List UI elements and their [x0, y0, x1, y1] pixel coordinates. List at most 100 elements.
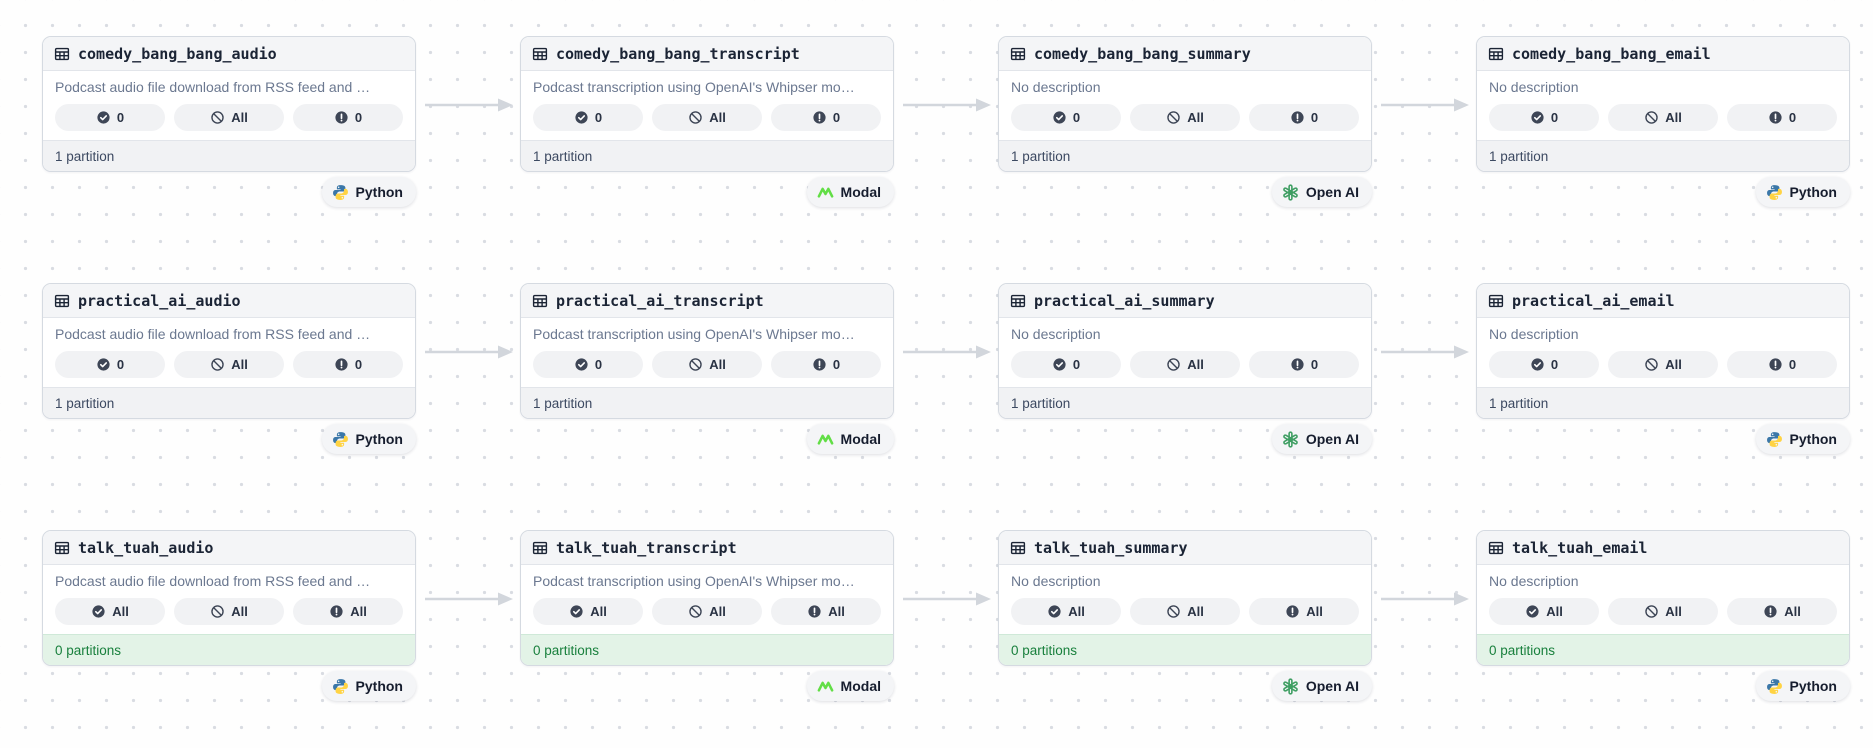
asset-status-pills: All All: [1489, 598, 1837, 625]
kind-label: Modal: [840, 184, 881, 200]
failed-count-pill[interactable]: 0: [1727, 351, 1837, 378]
kind-tag[interactable]: Modal: [806, 424, 894, 454]
kind-label: Modal: [840, 678, 881, 694]
asset-description: Podcast audio file download from RSS fee…: [55, 79, 371, 95]
changed-count-pill[interactable]: All: [1130, 351, 1240, 378]
changed-count: All: [709, 604, 726, 619]
asset-node-header: talk_tuah_transcript: [521, 531, 893, 565]
kind-tag[interactable]: Python: [321, 424, 416, 454]
alert-circle-icon: [812, 110, 827, 125]
asset-node[interactable]: practical_ai_email No description 0: [1476, 283, 1850, 419]
failed-count-pill[interactable]: 0: [1249, 351, 1359, 378]
changed-count-pill[interactable]: All: [174, 104, 284, 131]
check-circle-icon: [1052, 110, 1067, 125]
kind-tag[interactable]: Modal: [806, 177, 894, 207]
kind-tag-row: Open AI: [998, 671, 1372, 701]
failed-count-pill[interactable]: All: [1249, 598, 1359, 625]
materialized-count-pill[interactable]: 0: [1011, 104, 1121, 131]
asset-node[interactable]: practical_ai_audio Podcast audio file do…: [42, 283, 416, 419]
asset-node[interactable]: comedy_bang_bang_summary No description …: [998, 36, 1372, 172]
kind-tag[interactable]: Python: [321, 671, 416, 701]
kind-tag-row: Python: [42, 424, 416, 454]
kind-tag-row: Python: [42, 177, 416, 207]
partition-count: 1 partition: [533, 148, 593, 164]
failed-count-pill[interactable]: 0: [293, 104, 403, 131]
kind-tag[interactable]: Python: [321, 177, 416, 207]
changed-count-pill[interactable]: All: [1608, 598, 1718, 625]
changed-count: All: [1665, 357, 1682, 372]
changed-count-pill[interactable]: All: [1608, 104, 1718, 131]
changed-count: All: [1187, 110, 1204, 125]
materialized-count-pill[interactable]: 0: [1489, 351, 1599, 378]
asset-node[interactable]: comedy_bang_bang_audio Podcast audio fil…: [42, 36, 416, 172]
changed-count-pill[interactable]: All: [652, 598, 762, 625]
materialized-count-pill[interactable]: 0: [1489, 104, 1599, 131]
kind-label: Python: [1789, 678, 1837, 694]
asset-node-body: No description All: [999, 565, 1371, 634]
changed-count-pill[interactable]: All: [652, 104, 762, 131]
kind-tag[interactable]: Python: [1755, 177, 1850, 207]
asset-name: talk_tuah_email: [1512, 538, 1648, 557]
kind-tag[interactable]: Open AI: [1271, 177, 1372, 207]
changed-count-pill[interactable]: All: [174, 351, 284, 378]
materialized-count-pill[interactable]: All: [533, 598, 643, 625]
asset-node[interactable]: talk_tuah_email No description All: [1476, 530, 1850, 666]
materialized-count: 0: [116, 110, 125, 125]
kind-tag[interactable]: Python: [1755, 671, 1850, 701]
failed-count-pill[interactable]: 0: [1249, 104, 1359, 131]
materialized-count-pill[interactable]: 0: [1011, 351, 1121, 378]
asset-description: No description: [1011, 326, 1101, 342]
alert-circle-icon: [334, 110, 349, 125]
check-circle-icon: [569, 604, 584, 619]
asset-description: Podcast transcription using OpenAI's Whi…: [533, 573, 855, 589]
failed-count-pill[interactable]: 0: [771, 351, 881, 378]
changed-count-pill[interactable]: All: [1130, 104, 1240, 131]
partition-footer: 1 partition: [1477, 387, 1849, 418]
materialized-count-pill[interactable]: 0: [55, 104, 165, 131]
kind-tag-row: Modal: [520, 424, 894, 454]
kind-label: Python: [355, 431, 403, 447]
materialized-count-pill[interactable]: All: [55, 598, 165, 625]
materialized-count-pill[interactable]: All: [1011, 598, 1121, 625]
materialized-count-pill[interactable]: 0: [533, 351, 643, 378]
python-icon: [332, 678, 349, 695]
asset-node[interactable]: comedy_bang_bang_email No description 0: [1476, 36, 1850, 172]
kind-tag[interactable]: Open AI: [1271, 424, 1372, 454]
asset-description: Podcast transcription using OpenAI's Whi…: [533, 79, 855, 95]
materialized-count-pill[interactable]: 0: [533, 104, 643, 131]
asset-status-pills: 0 All: [1011, 104, 1359, 131]
asset-node[interactable]: practical_ai_transcript Podcast transcri…: [520, 283, 894, 419]
kind-tag[interactable]: Python: [1755, 424, 1850, 454]
changed-count-pill[interactable]: All: [174, 598, 284, 625]
failed-count-pill[interactable]: 0: [1727, 104, 1837, 131]
failed-count-pill[interactable]: All: [771, 598, 881, 625]
lineage-arrow-icon: [425, 98, 513, 112]
asset-node[interactable]: comedy_bang_bang_transcript Podcast tran…: [520, 36, 894, 172]
failed-count-pill[interactable]: All: [1727, 598, 1837, 625]
kind-tag[interactable]: Open AI: [1271, 671, 1372, 701]
failed-count-pill[interactable]: All: [293, 598, 403, 625]
asset-node-header: practical_ai_audio: [43, 284, 415, 318]
changed-count: All: [231, 604, 248, 619]
asset-node[interactable]: talk_tuah_summary No description All: [998, 530, 1372, 666]
asset-status-pills: 0 All: [55, 104, 403, 131]
changed-count: All: [1187, 604, 1204, 619]
failed-count-pill[interactable]: 0: [293, 351, 403, 378]
changed-count-pill[interactable]: All: [1608, 351, 1718, 378]
changed-count-pill[interactable]: All: [652, 351, 762, 378]
asset-status-pills: All All: [1011, 598, 1359, 625]
kind-label: Open AI: [1305, 431, 1359, 447]
asset-node[interactable]: talk_tuah_transcript Podcast transcripti…: [520, 530, 894, 666]
kind-tag[interactable]: Modal: [806, 671, 894, 701]
lineage-arrow-icon: [1381, 98, 1469, 112]
changed-count-pill[interactable]: All: [1130, 598, 1240, 625]
asset-node[interactable]: practical_ai_summary No description 0: [998, 283, 1372, 419]
asset-node[interactable]: talk_tuah_audio Podcast audio file downl…: [42, 530, 416, 666]
materialized-count-pill[interactable]: All: [1489, 598, 1599, 625]
materialized-count-pill[interactable]: 0: [55, 351, 165, 378]
failed-count: 0: [1310, 357, 1319, 372]
partition-count: 1 partition: [1011, 148, 1071, 164]
failed-count-pill[interactable]: 0: [771, 104, 881, 131]
partition-count: 1 partition: [1011, 395, 1071, 411]
